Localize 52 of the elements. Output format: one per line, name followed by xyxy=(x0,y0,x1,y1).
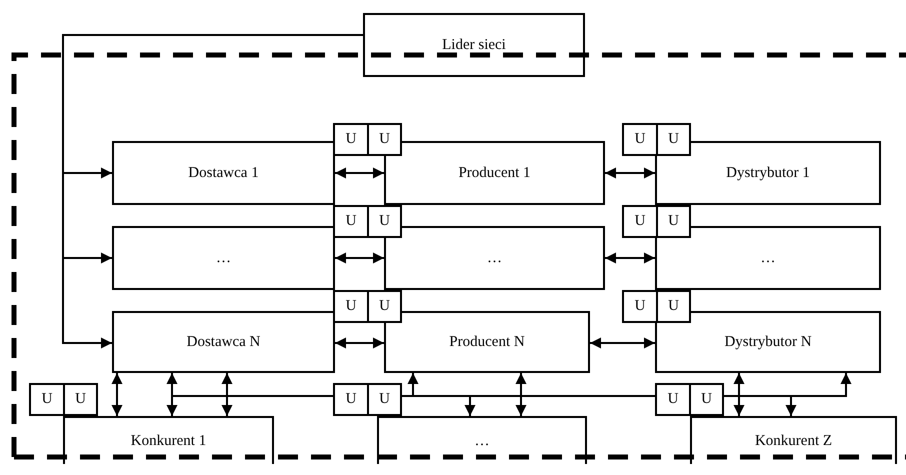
arrow xyxy=(335,168,384,178)
box-label: … xyxy=(487,250,502,266)
interface-box: U xyxy=(333,290,369,323)
interface-box: U xyxy=(622,205,658,238)
arrow xyxy=(590,338,655,348)
box-label: Dostawca N xyxy=(186,334,260,350)
arrow xyxy=(112,373,122,416)
arrow xyxy=(166,373,178,416)
box-label: Producent N xyxy=(449,334,525,350)
interface-box: U xyxy=(655,383,691,416)
arrow xyxy=(605,252,655,264)
interface-box: U xyxy=(333,383,369,416)
interface-box: U xyxy=(367,123,402,156)
arrow xyxy=(335,252,384,264)
organization-box xyxy=(384,311,590,373)
organization-box xyxy=(384,226,605,290)
interface-box: U xyxy=(689,383,724,416)
interface-box: U xyxy=(656,205,691,238)
arrow xyxy=(605,168,655,178)
interface-box: U xyxy=(367,205,402,238)
box-label: Lider sieci xyxy=(442,36,506,54)
interface-box: U xyxy=(656,290,691,323)
box-label: Konkurent 1 xyxy=(130,432,206,450)
arrow xyxy=(724,373,852,397)
arrow xyxy=(222,373,232,416)
interface-box: U xyxy=(622,123,658,156)
interface-box: U xyxy=(367,290,402,323)
interface-box: U xyxy=(656,123,691,156)
box-label: … xyxy=(760,250,776,266)
leader-box xyxy=(363,13,585,77)
box-label: … xyxy=(216,250,231,266)
organization-box xyxy=(377,416,587,464)
interface-box: U xyxy=(333,123,369,156)
interface-box: U xyxy=(333,205,369,238)
arrow xyxy=(516,373,526,416)
interface-box: U xyxy=(63,383,98,416)
arrow xyxy=(335,338,384,348)
interface-box: U xyxy=(622,290,658,323)
box-label: Dostawca 1 xyxy=(188,164,259,182)
organization-box xyxy=(112,141,335,205)
box-label: … xyxy=(474,432,490,450)
box-label: Producent 1 xyxy=(458,164,531,182)
organization-box xyxy=(112,226,335,290)
organization-box xyxy=(655,311,881,373)
interface-box: U xyxy=(29,383,65,416)
box-label: Dystrybutor 1 xyxy=(726,164,810,182)
interface-box: U xyxy=(367,383,402,416)
organization-box xyxy=(112,311,335,373)
box-label: Dystrybutor N xyxy=(724,334,812,350)
box-label: Konkurent Z xyxy=(754,432,832,450)
organization-box xyxy=(655,226,881,290)
arrow xyxy=(734,373,744,416)
